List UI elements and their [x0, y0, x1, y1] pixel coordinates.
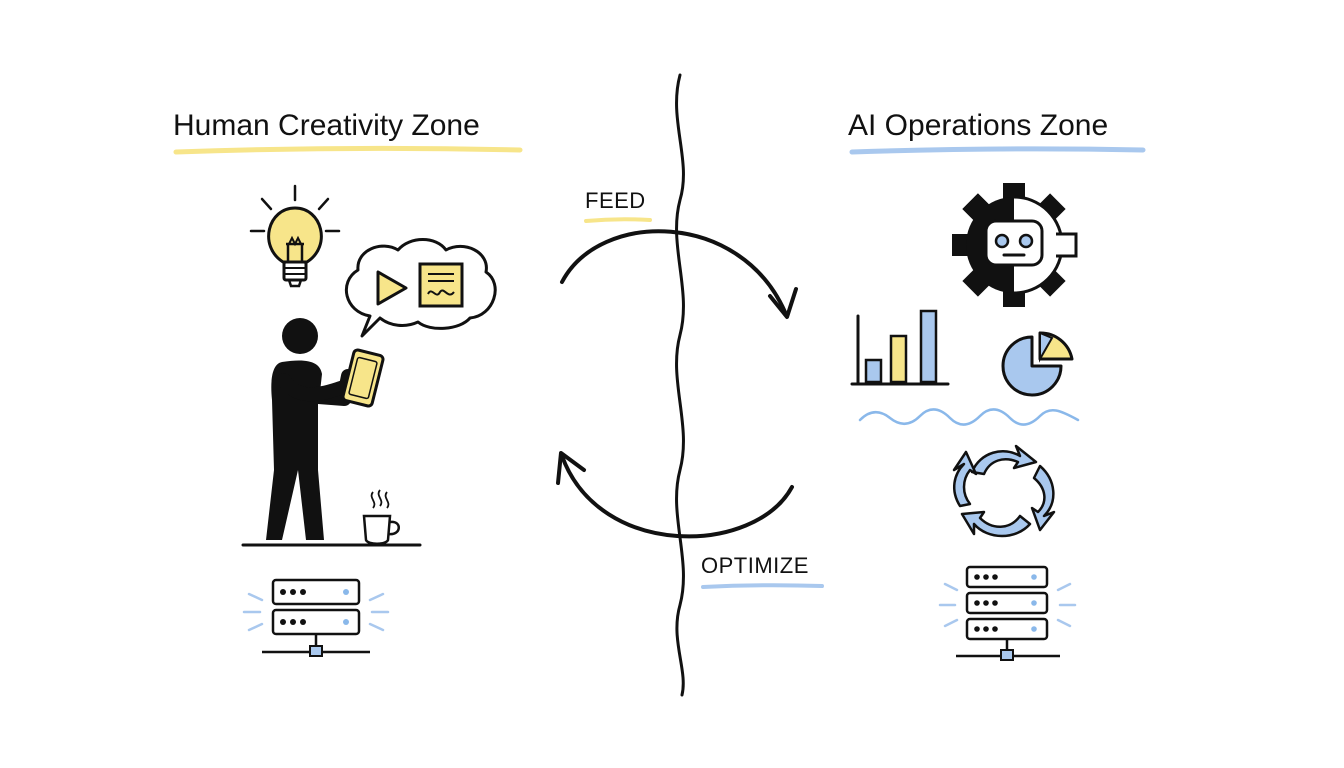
coffee-cup-icon	[362, 489, 400, 545]
feed-arrow-icon	[560, 229, 798, 319]
bar-chart-icon	[850, 309, 950, 386]
tablet-icon	[341, 348, 385, 408]
ai-operations-zone-title: AI Operations Zone	[848, 109, 1109, 142]
human-creativity-zone-title: Human Creativity Zone	[173, 109, 480, 142]
feed-underline	[584, 217, 652, 223]
ai-title-underline	[849, 146, 1146, 155]
person-icon	[266, 318, 355, 540]
optimize-arrow-icon	[556, 451, 794, 539]
human-title-underline	[173, 145, 523, 155]
server-icon	[938, 565, 1077, 661]
lightbulb-icon	[249, 184, 341, 288]
wavy-divider	[675, 73, 685, 697]
pie-chart-icon	[1001, 331, 1074, 397]
play-icon	[376, 270, 408, 306]
optimize-underline	[701, 583, 824, 589]
server-icon	[242, 578, 390, 657]
document-icon	[418, 262, 464, 308]
refresh-cycle-icon	[952, 444, 1056, 538]
wave-icon	[858, 408, 1080, 426]
feed-label: FEED	[585, 188, 646, 213]
robot-gear-icon	[952, 183, 1078, 307]
optimize-label: OPTIMIZE	[701, 553, 809, 578]
